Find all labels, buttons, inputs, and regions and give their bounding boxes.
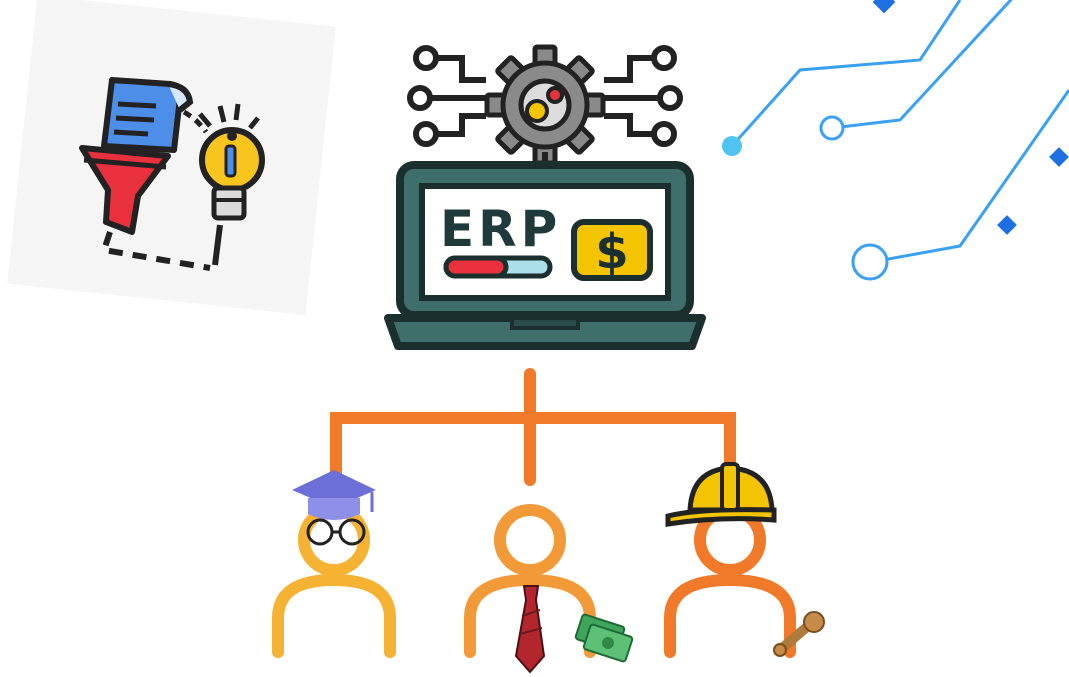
document-funnel-icon [7,0,336,316]
money-icon [574,613,634,663]
progress-bar [443,255,553,279]
business-person-icon [464,504,596,674]
wrench-icon [773,611,825,657]
org-chart-connector [330,368,736,486]
circuit-icon [722,0,1069,281]
dollar-symbol: $ [595,224,628,280]
worker-person-icon [664,462,796,658]
gear-icon [407,44,683,170]
graduate-person-icon [272,470,396,658]
erp-label: ERP [440,200,561,258]
dollar-icon: $ [571,219,653,281]
laptop-icon: ERP $ [384,161,706,350]
idea-lightbulb-icon [198,103,265,221]
